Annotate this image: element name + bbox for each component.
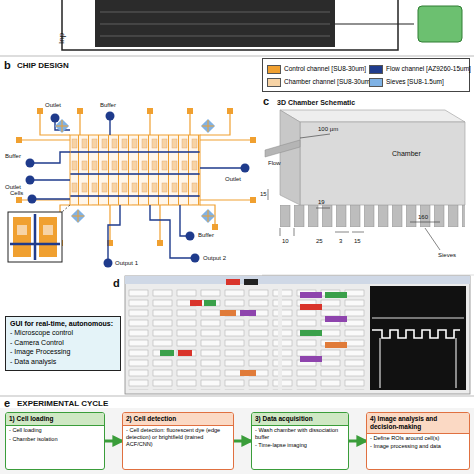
box-text: - Camera Control	[10, 339, 116, 348]
flow-arrow	[349, 440, 366, 443]
port-label: Output 2	[203, 255, 226, 261]
port-label: Buffer	[5, 153, 21, 159]
panel-letter: d	[113, 278, 120, 289]
port-label: Outlet	[225, 176, 241, 182]
panel-title: EXPERIMENTAL CYCLE	[17, 400, 108, 408]
legend-entry: Sieves [SU8-1.5um]	[369, 78, 444, 87]
part-label: Chamber	[392, 150, 421, 157]
panel-letter: b	[4, 60, 11, 71]
axis-label: Inp	[58, 33, 66, 44]
part-label: Flow	[268, 160, 281, 166]
panel-letter: c	[263, 96, 269, 107]
panel-title: CHIP DESIGN	[17, 62, 69, 70]
flow-arrow	[105, 440, 122, 443]
callout-box: GUI for real-time, autonomous:- Microsco…	[5, 316, 121, 371]
port-label: Outlet	[5, 184, 21, 190]
box-text: - Define ROIs around cell(s)	[367, 434, 469, 442]
dimension: 25	[316, 238, 323, 244]
box-text: - Wash chamber with dissociation buffer	[252, 426, 348, 441]
legend-text: Flow channel [AZ9260-15um]	[386, 66, 471, 73]
legend-box: Control channel [SU8-30um] Flow channel […	[262, 58, 470, 92]
legend-entry: Flow channel [AZ9260-15um]	[369, 65, 471, 74]
part-label: Sieves	[438, 252, 456, 258]
box-heading: GUI for real-time, autonomous:	[10, 320, 116, 329]
dimension: 10	[282, 238, 289, 244]
panel-letter: e	[4, 398, 10, 409]
box-text: - Chamber isolation	[6, 434, 104, 442]
dimension: 160	[418, 214, 428, 220]
chamber-3d	[265, 110, 465, 250]
gui-screenshot	[125, 276, 470, 394]
box-heading: 1) Cell loading	[6, 413, 104, 426]
dimension: 15	[260, 191, 267, 197]
chip-layout	[8, 108, 256, 268]
flow-arrow	[234, 440, 251, 443]
port-label: Buffer	[198, 232, 214, 238]
box-heading: 2) Cell detection	[123, 413, 233, 426]
port-label: Cells	[10, 190, 23, 196]
box-text: - Cell loading	[6, 426, 104, 434]
dimension: 19	[318, 199, 325, 205]
box-text: - Cell detection: fluorescent dye (edge …	[123, 426, 233, 448]
port-label: Outlet	[45, 102, 61, 108]
chip-photo	[62, 0, 462, 50]
port-label: Buffer	[100, 102, 116, 108]
legend-swatch	[267, 65, 281, 74]
process-box: 3) Data acquisition- Wash chamber with d…	[251, 412, 349, 470]
legend-text: Chamber channel [SU8-30um]	[284, 79, 372, 86]
legend-swatch	[369, 78, 383, 87]
inset-zoom	[8, 205, 70, 262]
box-heading: 4) Image analysis and decision-making	[367, 413, 469, 434]
legend-entry: Control channel [SU8-30um]	[267, 65, 366, 74]
legend-text: Control channel [SU8-30um]	[284, 66, 366, 73]
box-text: - Data analysis	[10, 358, 116, 367]
dimension: 15	[354, 238, 361, 244]
dimension: 100 µm	[318, 126, 338, 132]
sieve-symbol	[55, 119, 215, 223]
process-box: 4) Image analysis and decision-making- D…	[366, 412, 470, 470]
box-text: - Image Processing	[10, 348, 116, 357]
legend-entry: Chamber channel [SU8-30um]	[267, 78, 372, 87]
port-label: Output 1	[115, 260, 138, 266]
legend-swatch	[369, 65, 383, 74]
process-box: 1) Cell loading- Cell loading- Chamber i…	[5, 412, 105, 470]
legend-text: Sieves [SU8-1.5um]	[386, 79, 444, 86]
legend-swatch	[267, 78, 281, 87]
dimension: 3	[339, 238, 342, 244]
panel-title: 3D Chamber Schematic	[277, 99, 355, 106]
process-box: 2) Cell detection- Cell detection: fluor…	[122, 412, 234, 470]
box-text: - Image processing and data	[367, 442, 469, 450]
box-text: - Microscope control	[10, 329, 116, 338]
box-heading: 3) Data acquisition	[252, 413, 348, 426]
box-text: - Time-lapse imaging	[252, 441, 348, 449]
